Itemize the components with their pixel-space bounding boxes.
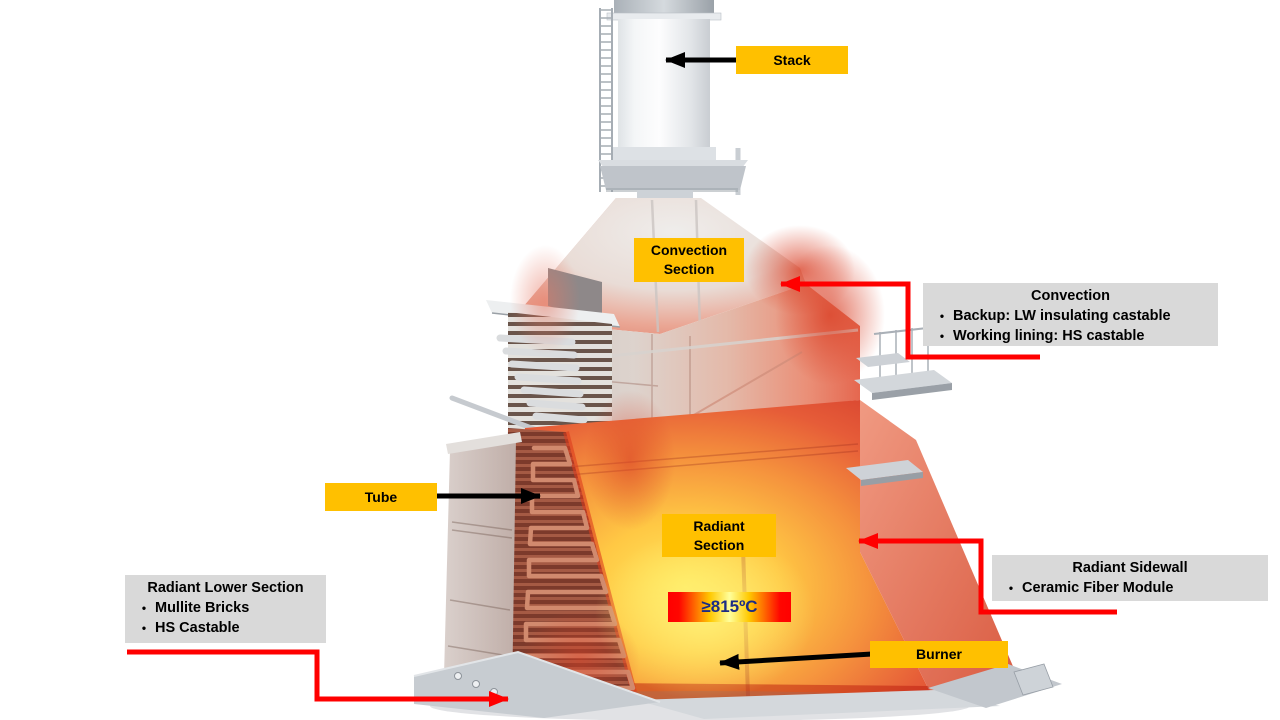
bullet-item: • Working lining: HS castable [931, 326, 1210, 346]
burner-label: Burner [870, 641, 1008, 668]
bullet-icon: • [141, 621, 147, 635]
convection-info-box: Convection • Backup: LW insulating castab… [923, 283, 1218, 346]
bullet-text: Backup: LW insulating castable [953, 308, 1171, 324]
radiant-lower-info-title: Radiant Lower Section [147, 580, 304, 596]
base-illustration [413, 650, 1062, 720]
bullet-item: • HS Castable [133, 618, 318, 638]
bullet-icon: • [141, 601, 147, 615]
convection-info-title: Convection [1031, 288, 1110, 304]
bullet-text: HS Castable [155, 620, 240, 636]
bullet-text: Ceramic Fiber Module [1022, 580, 1174, 596]
radiant-section-label: Radiant Section [662, 514, 776, 557]
stack-illustration [598, 0, 748, 202]
radiant-lower-info-box: Radiant Lower Section • Mullite Bricks • H… [125, 575, 326, 643]
bullet-text: Mullite Bricks [155, 600, 250, 616]
convection-section-label: Convection Section [634, 238, 744, 282]
stack-label: Stack [736, 46, 848, 74]
temperature-badge: ≥815ºC [668, 592, 791, 622]
bullet-icon: • [939, 329, 945, 343]
radiant-sidewall-info-box: Radiant Sidewall • Ceramic Fiber Module [992, 555, 1268, 601]
bullet-item: • Ceramic Fiber Module [1000, 578, 1260, 598]
convection-box-illustration [449, 284, 860, 442]
bullet-item: • Mullite Bricks [133, 598, 318, 618]
convection-tube-headers [496, 334, 588, 424]
radiant-sidewall-info-title: Radiant Sidewall [1072, 560, 1188, 576]
bullet-item: • Backup: LW insulating castable [931, 306, 1210, 326]
tube-label: Tube [325, 483, 437, 511]
bullet-icon: • [1008, 581, 1014, 595]
bullet-text: Working lining: HS castable [953, 328, 1145, 344]
bullet-icon: • [939, 309, 945, 323]
